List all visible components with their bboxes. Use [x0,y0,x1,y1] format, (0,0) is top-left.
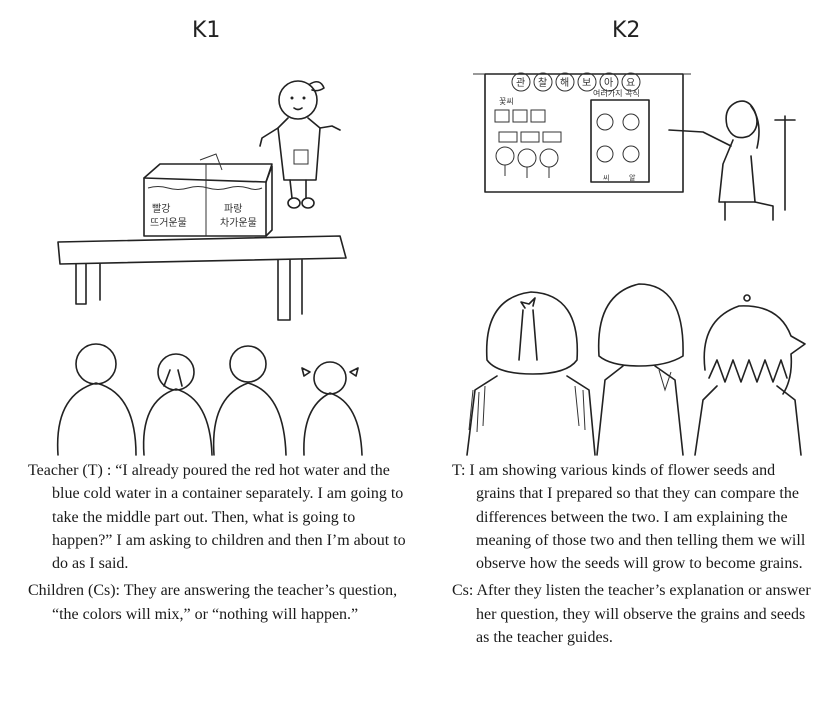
board-right-label: 여러가지 곡식 [593,88,640,98]
tank-left-label-2: 뜨거운물 [150,217,187,229]
bulletin-board: 관 찰 해 보 아 요 꽃씨 여러가지 곡식 씨 알 [473,72,691,193]
teacher-figure [668,100,796,221]
k1-teacher-text: Teacher (T) : “I already poured the red … [28,462,406,573]
children-figures [56,343,363,456]
board-title-circles: 관 찰 해 보 아 요 [511,72,641,92]
tank-left-label-1: 빨강 [152,203,170,215]
teacher-figure [259,80,341,209]
k1-children-text: Children (Cs): They are answering the te… [28,582,398,623]
board-char-4: 보 [582,77,591,89]
board-left-label: 꽃씨 [499,97,514,106]
panel-title-k2: K2 [612,18,641,43]
board-char-1: 관 [516,77,525,89]
board-bottom-label-1: 씨 [603,174,609,182]
board-char-6: 요 [626,78,635,89]
panel-title-k1: K1 [192,18,221,43]
board-char-5: 아 [604,77,613,89]
water-tank: 빨강 뜨거운물 파랑 차가운물 [143,153,273,237]
table [57,235,347,321]
k2-teacher-text: T: I am showing various kinds of flower … [452,462,806,573]
board-bottom-label-2: 알 [629,173,636,182]
k1-classroom-drawing: 빨강 뜨거운물 파랑 차가운물 [56,80,363,456]
board-char-2: 찰 [538,77,547,89]
k2-classroom-drawing: 관 찰 해 보 아 요 꽃씨 여러가지 곡식 씨 알 [466,72,806,456]
k2-caption: T: I am showing various kinds of flower … [452,459,814,653]
k1-caption: Teacher (T) : “I already poured the red … [28,459,408,630]
board-char-3: 해 [560,76,569,89]
k2-children-text: Cs: After they listen the teacher’s expl… [452,582,811,647]
tank-right-label-2: 차가운물 [220,217,257,229]
tank-right-label-1: 파랑 [224,203,242,215]
children-figures [466,283,806,456]
